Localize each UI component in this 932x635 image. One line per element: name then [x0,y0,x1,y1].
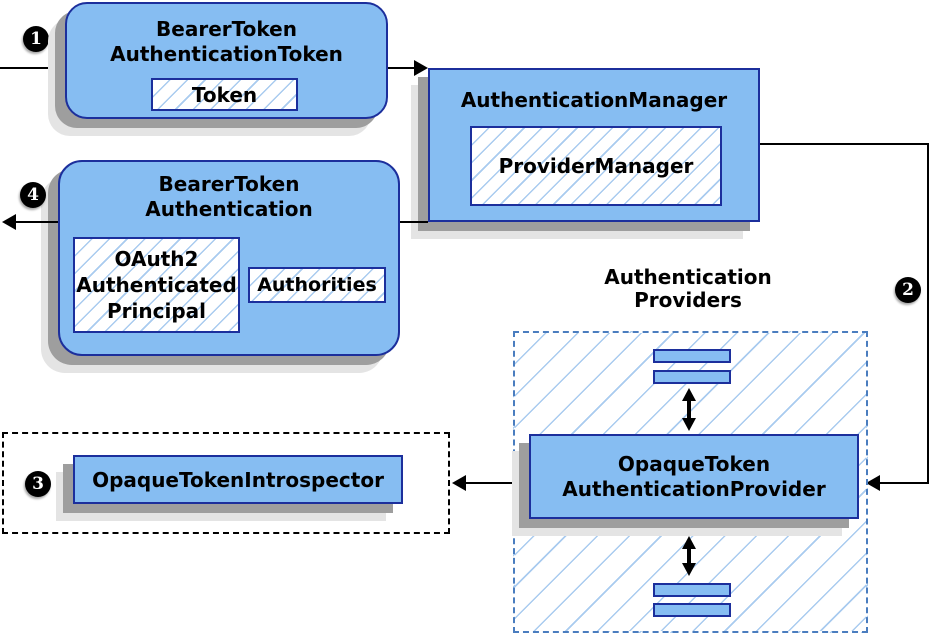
request-in-line [0,67,65,69]
opaque-token-authentication-provider-title: OpaqueToken AuthenticationProvider [562,451,826,501]
token-chip: Token [151,78,298,111]
oauth2-authenticated-principal-chip: OAuth2 Authenticated Principal [73,237,240,333]
authorities-label: Authorities [257,274,377,296]
step-4-number: 4 [27,185,39,205]
authentication-out-line [16,221,58,223]
arrowhead-left-icon [452,475,466,491]
step-1-badge: 1 [23,26,49,52]
manager-to-provider-line-entry [880,482,929,484]
provider-to-introspector-line [466,482,529,484]
bearer-token-authentication-title: BearerToken Authentication [145,172,313,221]
bidirectional-arrow-top [687,400,691,420]
provider-stack-bar [653,349,731,363]
step-3-badge: 3 [25,471,51,497]
authorities-chip: Authorities [248,267,386,303]
manager-to-provider-line-horizontal [760,143,929,145]
provider-stack-bar [653,370,731,384]
step-4-badge: 4 [20,182,46,208]
step-2-badge: 2 [895,277,921,303]
manager-to-authentication-line [400,221,428,223]
arrowhead-left-icon [2,214,16,230]
authentication-manager-title: AuthenticationManager [460,88,728,112]
token-label: Token [191,82,258,107]
arrowhead-down-icon [682,563,696,576]
manager-to-provider-line-vertical [927,143,929,484]
token-to-manager-line [388,67,416,69]
bearer-token-authentication-token-title: BearerToken AuthenticationToken [110,17,343,66]
opaque-token-introspector-title: OpaqueTokenIntrospector [92,467,384,492]
arrowhead-left-icon [866,475,880,491]
opaque-token-authentication-provider-box: OpaqueToken AuthenticationProvider [529,434,859,519]
arrowhead-up-icon [682,536,696,549]
authentication-providers-heading: Authentication Providers [604,265,772,312]
bidirectional-arrow-bottom [687,548,691,566]
opaque-token-introspector-box: OpaqueTokenIntrospector [73,455,403,504]
arrowhead-right-icon [414,60,428,76]
step-1-number: 1 [30,29,42,49]
arrowhead-up-icon [682,388,696,401]
provider-stack-bar [653,583,731,597]
opaque-token-introspector-dashed-container [2,432,450,534]
provider-stack-bar [653,603,731,617]
step-2-number: 2 [902,280,914,300]
arrowhead-down-icon [682,418,696,431]
oauth2-authenticated-principal-label: OAuth2 Authenticated Principal [76,247,237,323]
provider-manager-label: ProviderManager [498,154,694,178]
step-3-number: 3 [32,474,44,494]
provider-manager-chip: ProviderManager [470,126,722,206]
